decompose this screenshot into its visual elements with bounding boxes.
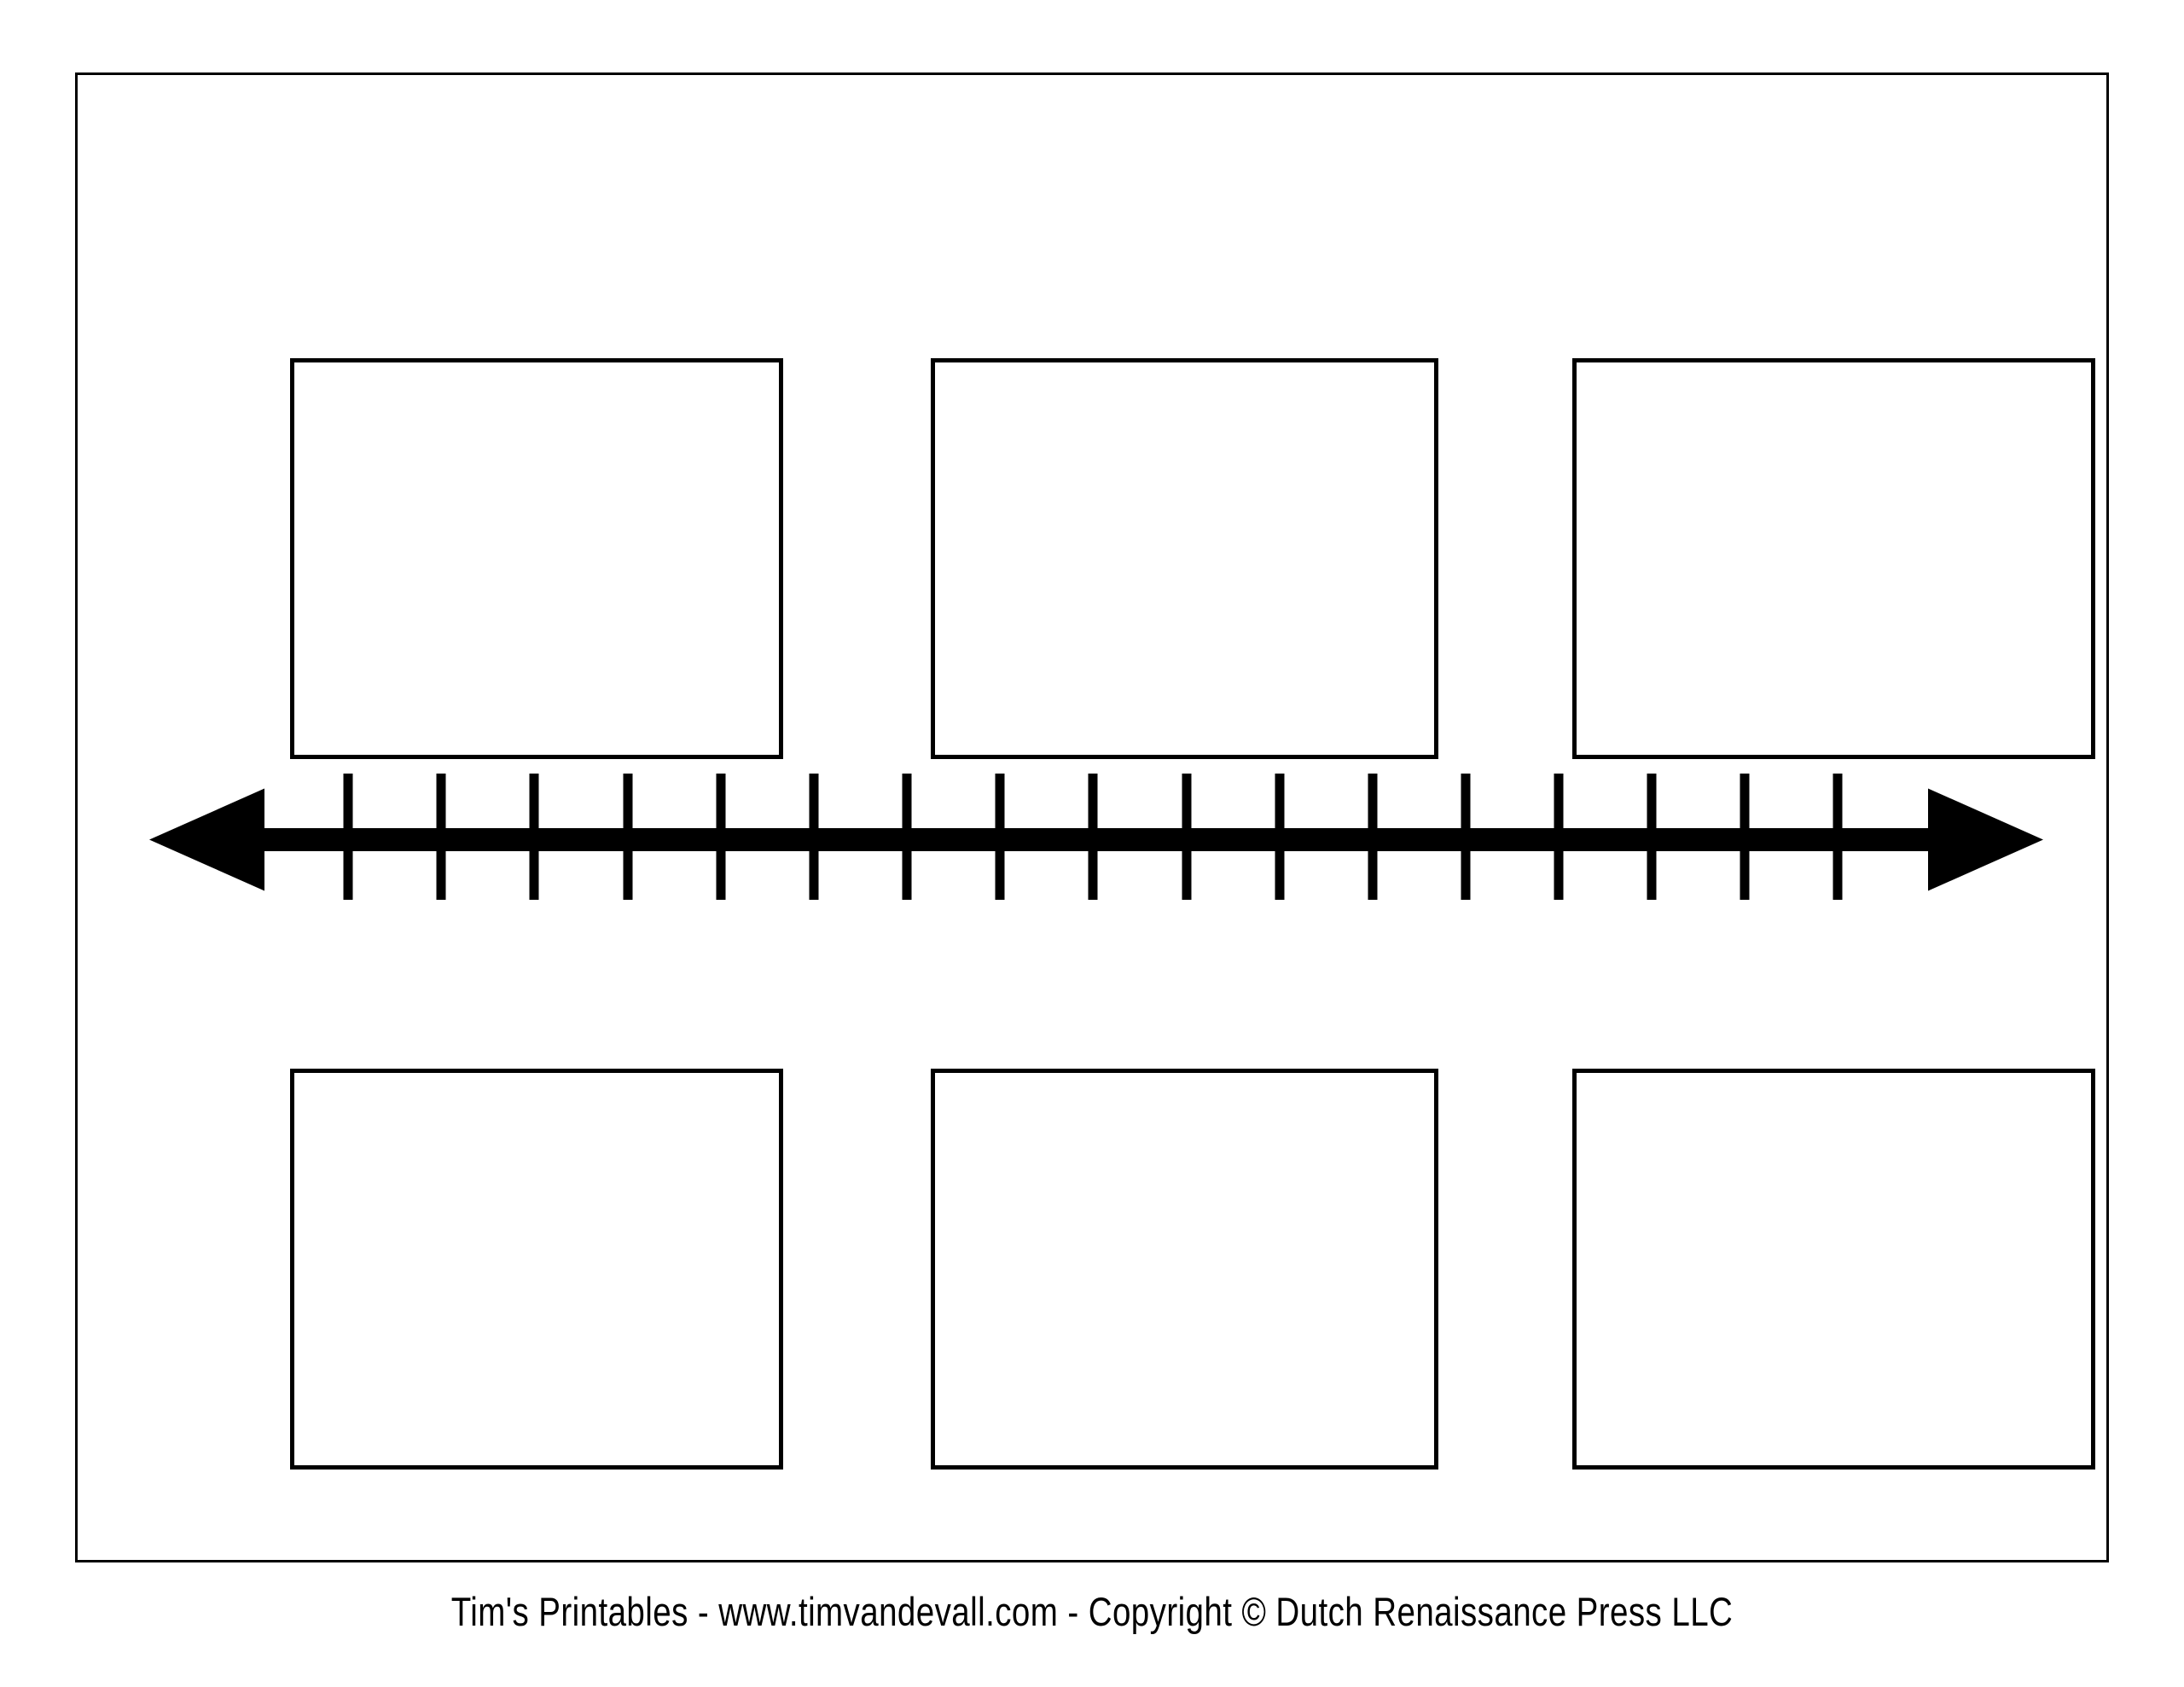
number-line-tick <box>1182 774 1192 900</box>
number-line-tick <box>343 774 353 900</box>
box-bottom-3[interactable] <box>1572 1069 2095 1470</box>
box-top-1[interactable] <box>290 358 783 759</box>
number-line[interactable] <box>0 759 2184 917</box>
number-line-tick <box>995 774 1005 900</box>
box-bottom-2[interactable] <box>931 1069 1438 1470</box>
box-bottom-1[interactable] <box>290 1069 783 1470</box>
number-line-tick <box>1740 774 1750 900</box>
number-line-tick <box>529 774 539 900</box>
number-line-tick <box>1554 774 1564 900</box>
right-arrowhead-icon <box>1928 788 2043 891</box>
number-line-tick <box>1275 774 1285 900</box>
number-line-tick <box>1088 774 1098 900</box>
number-line-tick <box>623 774 633 900</box>
number-line-tick <box>809 774 819 900</box>
number-line-tick <box>1647 774 1657 900</box>
number-line-graphic <box>149 774 2043 900</box>
box-top-2[interactable] <box>931 358 1438 759</box>
number-line-tick <box>436 774 446 900</box>
box-top-3[interactable] <box>1572 358 2095 759</box>
number-line-tick <box>716 774 726 900</box>
page-border-frame <box>75 72 2109 1562</box>
number-line-tick <box>1833 774 1843 900</box>
copyright-footer: Tim's Printables - www.timvandevall.com … <box>450 1589 1734 1634</box>
number-line-tick <box>1461 774 1471 900</box>
left-arrowhead-icon <box>149 788 264 891</box>
number-line-tick <box>1368 774 1378 900</box>
number-line-tick <box>902 774 912 900</box>
